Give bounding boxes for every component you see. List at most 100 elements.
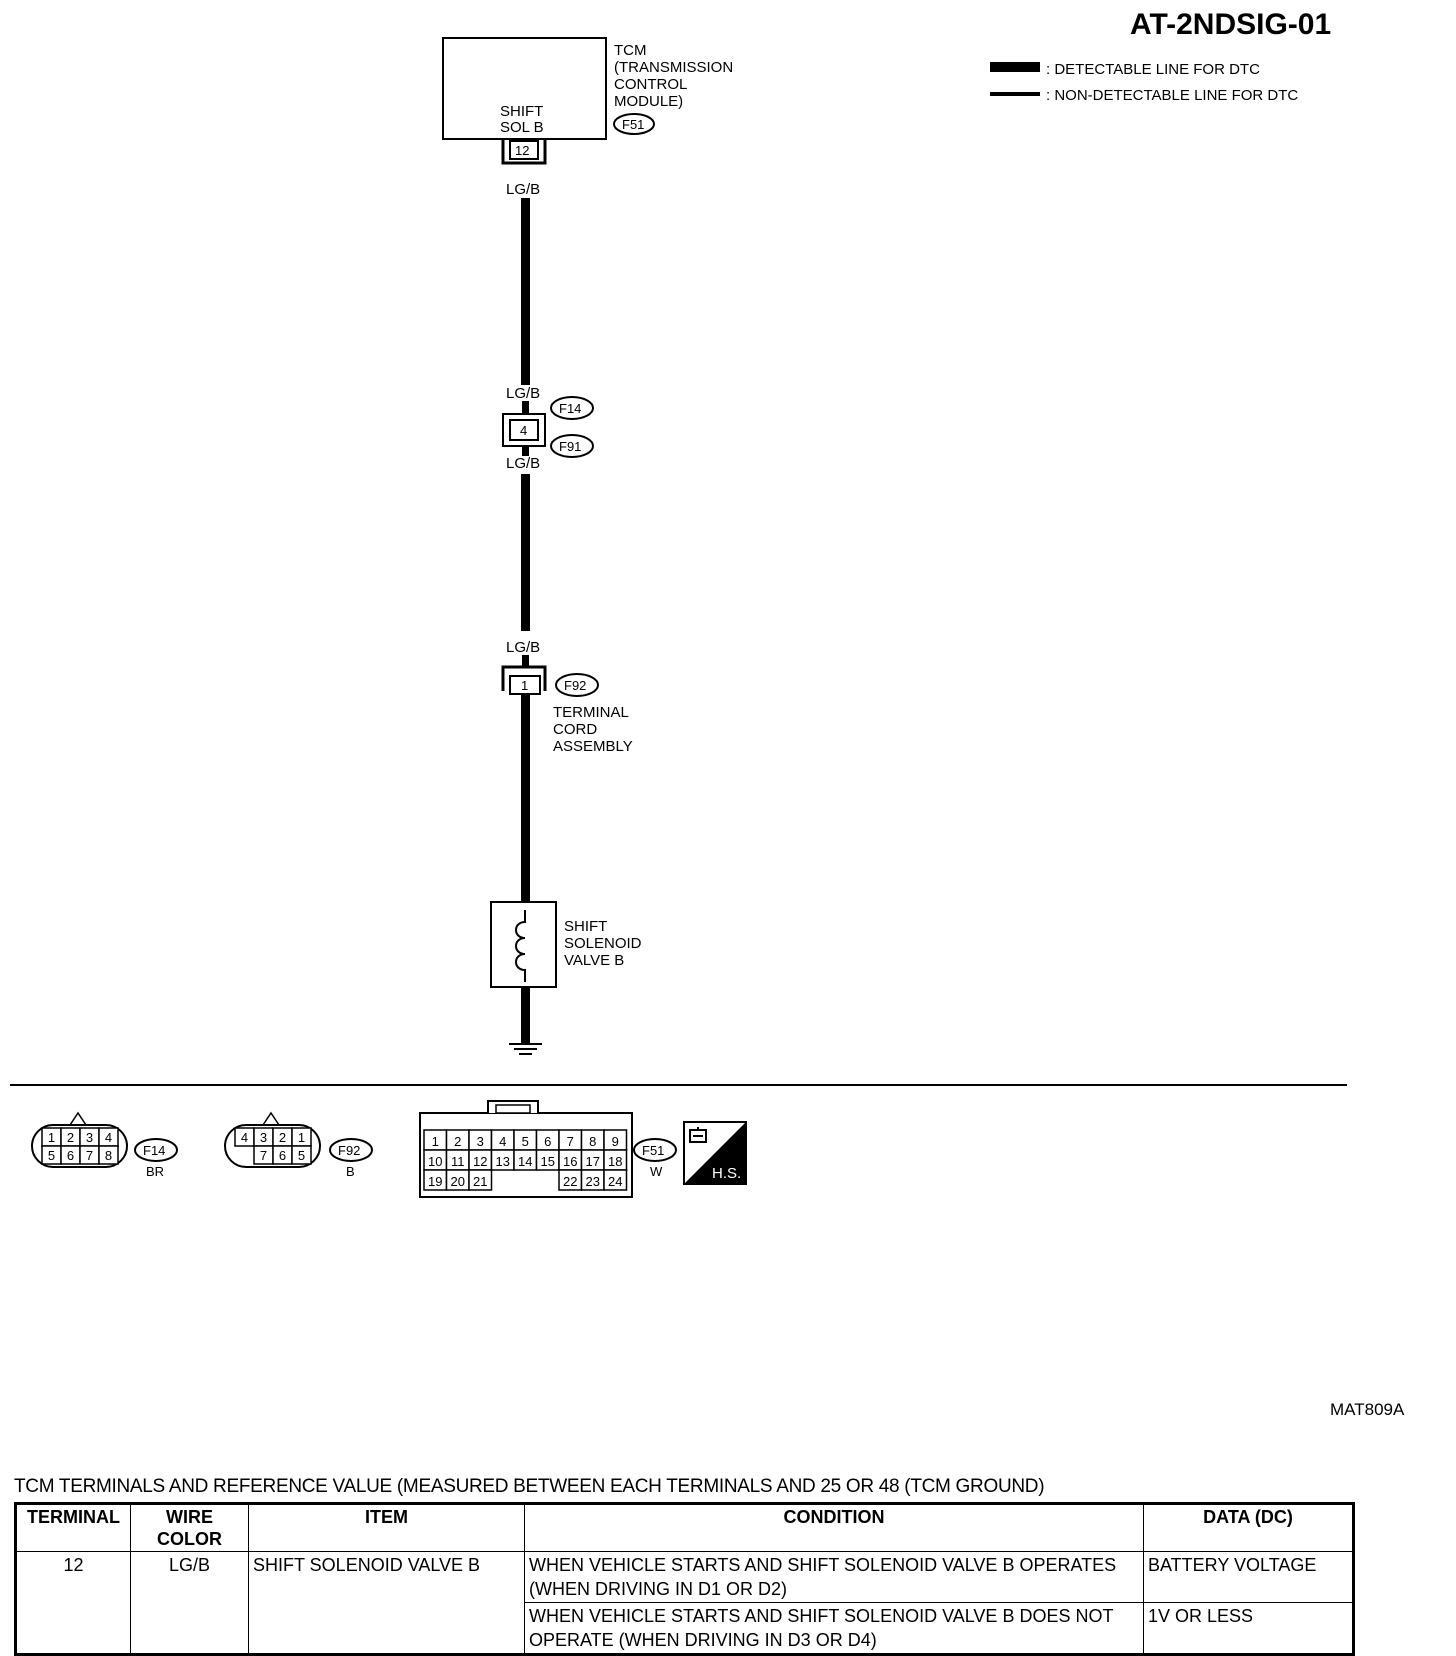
f51-face-badge <box>633 1138 677 1162</box>
f92-face-color: B <box>346 1164 355 1179</box>
f51-pin-24 <box>603 1169 628 1191</box>
legend-thick-line <box>990 62 1040 72</box>
f14-pin-8-label: 8 <box>105 1148 112 1163</box>
terminal-reference-table: TERMINAL WIRE COLOR ITEM CONDITION DATA … <box>14 1502 1355 1656</box>
terminal-cord-label-2: CORD <box>553 721 597 738</box>
f51-pin-1-label: 1 <box>432 1134 439 1149</box>
f92-id: F92 <box>564 678 586 693</box>
cell-data-2: 1V OR LESS <box>1143 1602 1354 1655</box>
header-condition: CONDITION <box>524 1503 1144 1552</box>
shift-solenoid-valve-b: SHIFT SOLENOID VALVE B <box>490 901 642 988</box>
ground-symbol-icon <box>509 1043 542 1055</box>
f14-face-color: BR <box>146 1164 164 1179</box>
f92-badge <box>555 673 599 697</box>
f14-face-id: F14 <box>143 1143 165 1158</box>
legend: : DETECTABLE LINE FOR DTC : NON-DETECTAB… <box>990 61 1298 104</box>
terminal-cord-label-3: ASSEMBLY <box>553 738 633 755</box>
wire-color-f91: LG/B <box>506 455 540 472</box>
f51-pin-5-label: 5 <box>522 1134 529 1149</box>
f51-pin-8-label: 8 <box>589 1134 596 1149</box>
tcm-box <box>442 37 607 140</box>
f51-pin-22-label: 22 <box>563 1174 577 1189</box>
f14-pin-4-label: 4 <box>105 1130 112 1145</box>
f51-pin-18-label: 18 <box>608 1154 622 1169</box>
f92-pin-number: 1 <box>521 678 528 693</box>
tcm-label-line-3: CONTROL <box>614 76 687 93</box>
f51-pin-17-label: 17 <box>586 1154 600 1169</box>
diagram-id: AT-2NDSIG-01 <box>1130 8 1331 41</box>
f92-pin-2-label: 2 <box>279 1130 286 1145</box>
terminal-cord-label-1: TERMINAL <box>553 704 629 721</box>
solenoid-label-1: SHIFT <box>564 918 607 935</box>
tcm-label-line-4: MODULE) <box>614 93 683 110</box>
f14-id: F14 <box>559 401 581 416</box>
solenoid-label-2: SOLENOID <box>564 935 642 952</box>
f51-pin-13-label: 13 <box>496 1154 510 1169</box>
f51-pin-9-label: 9 <box>612 1134 619 1149</box>
header-wire-color: WIRE COLOR <box>130 1503 249 1552</box>
tcm-label-line-1: TCM <box>614 42 647 59</box>
wire-segment-4 <box>521 987 530 1043</box>
image-code: MAT809A <box>1330 1400 1405 1419</box>
f14-badge <box>550 396 594 420</box>
tcm-label-line-2: (TRANSMISSION <box>614 59 733 76</box>
solenoid-box <box>490 901 557 988</box>
tcm-pin-name-1: SHIFT <box>500 103 543 120</box>
cell-condition-1: WHEN VEHICLE STARTS AND SHIFT SOLENOID V… <box>524 1551 1144 1603</box>
f51-pin-20-label: 20 <box>451 1174 465 1189</box>
wire-color-f92: LG/B <box>506 639 540 656</box>
f14-face-badge <box>134 1138 178 1162</box>
hs-badge: H.S. <box>683 1121 747 1185</box>
f92-pin-5 <box>291 1145 312 1165</box>
f92-pin-1-label: 1 <box>298 1130 305 1145</box>
legend-thin-line <box>990 92 1040 96</box>
f14-pin-3-label: 3 <box>86 1130 93 1145</box>
f51-pin-6-label: 6 <box>544 1134 551 1149</box>
wiring-diagram: AT-2NDSIG-01 : DETECTABLE LINE FOR DTC :… <box>10 8 1405 1419</box>
tcm-connector-badge <box>613 113 655 135</box>
solenoid-label-3: VALVE B <box>564 952 624 969</box>
f92-pin-4-label: 4 <box>241 1130 248 1145</box>
f51-pin-14-label: 14 <box>518 1154 532 1169</box>
wire-segment-1 <box>521 198 530 385</box>
f51-pin-12-label: 12 <box>473 1154 487 1169</box>
f51-pin-4-label: 4 <box>499 1134 506 1149</box>
legend-detectable-label: : DETECTABLE LINE FOR DTC <box>1046 61 1260 78</box>
f14-pin-5-label: 5 <box>48 1148 55 1163</box>
wire-segment-2 <box>521 474 530 631</box>
tcm-pin-number: 12 <box>515 143 529 158</box>
hs-text: H.S. <box>712 1165 741 1182</box>
f92-pin-3-label: 3 <box>260 1130 267 1145</box>
f51-pin-21 <box>468 1169 493 1191</box>
legend-non-detectable-label: : NON-DETECTABLE LINE FOR DTC <box>1046 87 1298 104</box>
header-item: ITEM <box>248 1503 525 1552</box>
terminal-cord-connector: LG/B 1 F92 TERMINAL CORD ASSEMBLY <box>501 639 633 755</box>
f92-face-id: F92 <box>338 1143 360 1158</box>
tcm-pin-name-2: SOL B <box>500 119 544 136</box>
table-row: 12 LG/B SHIFT SOLENOID VALVE B WHEN VEHI… <box>15 1551 1354 1655</box>
joint-pin-number: 4 <box>520 423 527 438</box>
f51-pin-23-label: 23 <box>586 1174 600 1189</box>
f51-pin-3-label: 3 <box>477 1134 484 1149</box>
cell-data-1: BATTERY VOLTAGE <box>1143 1551 1354 1603</box>
harness-side-icon <box>689 1127 707 1143</box>
f51-pin-16-label: 16 <box>563 1154 577 1169</box>
f92-pin-7-label: 7 <box>260 1148 267 1163</box>
f14-pin-6-label: 6 <box>67 1148 74 1163</box>
cell-item: SHIFT SOLENOID VALVE B <box>248 1551 525 1655</box>
wire-segment-3 <box>521 694 530 902</box>
coil-icon <box>515 910 526 982</box>
wire-color-f14: LG/B <box>506 385 540 402</box>
table-header-row: TERMINAL WIRE COLOR ITEM CONDITION DATA … <box>15 1503 1354 1552</box>
f14-pin-8 <box>98 1145 119 1165</box>
f14-pin-2-label: 2 <box>67 1130 74 1145</box>
joint-connector-f14-f91: LG/B 4 F14 F91 LG/B <box>502 385 594 472</box>
header-terminal: TERMINAL <box>15 1503 131 1552</box>
wire-color-top: LG/B <box>506 181 540 198</box>
f51-pin-7-label: 7 <box>567 1134 574 1149</box>
f91-id: F91 <box>559 439 581 454</box>
f91-badge <box>550 434 594 458</box>
